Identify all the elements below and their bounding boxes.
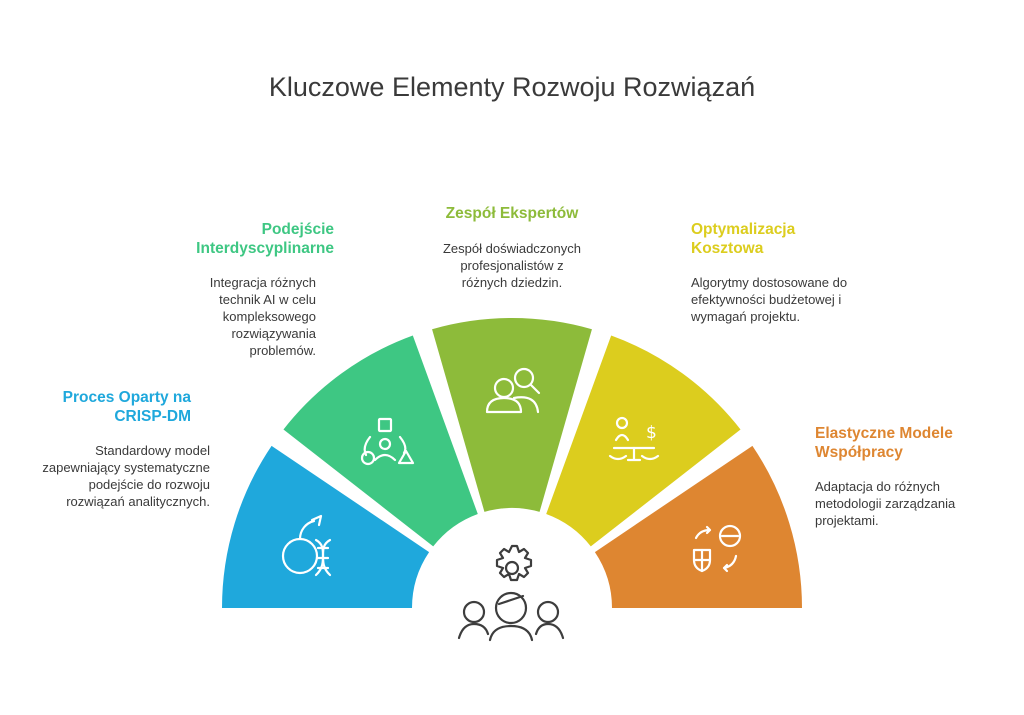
gear-team-icon	[457, 544, 565, 642]
dna-plant-icon	[281, 514, 332, 577]
segment-desc-cost: Algorytmy dostosowane do efektywności bu…	[691, 275, 848, 324]
segment-experts	[432, 318, 592, 512]
segment-desc-experts: Zespół doświadczonych profesjonalistów z…	[442, 241, 582, 290]
segment-label-experts: Zespół Ekspertów	[445, 205, 579, 222]
segment-label-collaboration: Elastyczne Modele Współpracy	[815, 425, 953, 461]
segment-desc-collaboration: Adaptacja do różnych metodologii zarządz…	[815, 479, 956, 528]
segment-desc-crisp-dm: Standardowy model zapewniający systematy…	[42, 443, 210, 509]
shapes-person-icon	[360, 417, 415, 466]
segment-desc-interdisciplinary: Integracja różnych technik AI w celu kom…	[209, 275, 316, 358]
segment-collaboration	[594, 445, 802, 608]
svg-text:$: $	[646, 423, 657, 443]
segment-cost	[546, 335, 741, 547]
segment-label-cost: Optymalizacja Kosztowa	[691, 221, 796, 257]
team-search-icon	[485, 367, 541, 414]
balance-scale-icon: $	[608, 416, 660, 462]
page-title: Kluczowe Elementy Rozwoju Rozwiązań	[268, 72, 756, 102]
segment-label-interdisciplinary: Podejście Interdyscyplinarne	[196, 221, 334, 257]
sync-shield-icon	[692, 524, 742, 573]
segment-label-crisp-dm: Proces Oparty na CRISP-DM	[62, 389, 191, 425]
segment-crisp-dm	[222, 445, 430, 608]
